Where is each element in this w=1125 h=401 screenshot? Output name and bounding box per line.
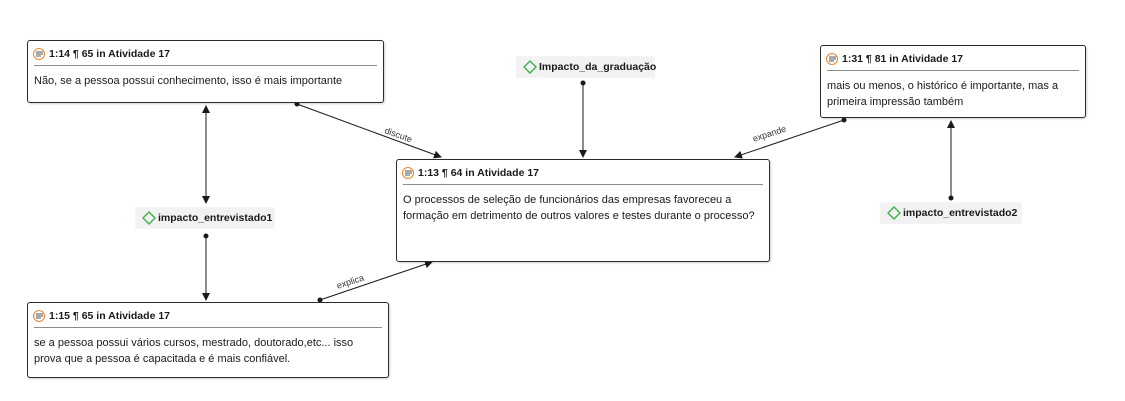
quote-text: Não, se a pessoa possui conhecimento, is…	[34, 75, 343, 87]
edge-label-discute: discute	[383, 125, 414, 145]
code-node-impacto-entrevistado1[interactable]: impacto_entrevistado1	[136, 208, 274, 228]
edge-label-explica: explica	[335, 272, 366, 291]
quote-node-1-15[interactable]: 1:15 ¶ 65 in Atividade 17 se a pessoa po…	[27, 302, 389, 378]
quote-header: 1:31 ¶ 81 in Atividade 17	[821, 46, 1085, 69]
quote-node-1-14[interactable]: 1:14 ¶ 65 in Atividade 17 Não, se a pess…	[27, 40, 384, 103]
edge-entrevistado2-to-1-31[interactable]	[947, 120, 955, 201]
code-node-impacto-entrevistado2[interactable]: impacto_entrevistado2	[881, 203, 1021, 223]
quote-text: mais ou menos, o histórico é importante,…	[827, 80, 1059, 108]
quote-node-1-31[interactable]: 1:31 ¶ 81 in Atividade 17 mais ou menos,…	[820, 45, 1086, 118]
code-diamond-icon	[887, 206, 901, 220]
edge-entrevistado1-to-1-15[interactable]	[202, 233, 210, 301]
quote-text: se a pessoa possui vários cursos, mestra…	[34, 337, 354, 365]
quote-header: 1:13 ¶ 64 in Atividade 17	[397, 160, 769, 183]
code-label: impacto_entrevistado1	[158, 212, 273, 224]
divider	[34, 327, 382, 328]
quote-header: 1:15 ¶ 65 in Atividade 17	[28, 303, 388, 326]
divider	[403, 184, 763, 185]
quote-title: 1:31 ¶ 81 in Atividade 17	[842, 53, 964, 65]
edge-graduacao-to-1-13[interactable]	[579, 80, 587, 158]
quote-title: 1:13 ¶ 64 in Atividade 17	[418, 167, 540, 179]
quotation-icon	[33, 48, 45, 60]
quote-header: 1:14 ¶ 65 in Atividade 17	[28, 41, 383, 64]
code-diamond-icon	[142, 211, 156, 225]
code-label: Impacto_da_graduação	[539, 61, 657, 73]
quotation-icon	[33, 310, 45, 322]
code-diamond-icon	[523, 60, 537, 74]
divider	[827, 70, 1079, 71]
divider	[34, 65, 377, 66]
edge-explica[interactable]	[317, 260, 433, 303]
quotation-icon	[826, 53, 838, 65]
quote-title: 1:14 ¶ 65 in Atividade 17	[49, 48, 171, 60]
edge-label-expande: expande	[751, 123, 788, 144]
edge-discute[interactable]	[294, 101, 442, 159]
quote-node-1-13[interactable]: 1:13 ¶ 64 in Atividade 17 O processos de…	[396, 159, 770, 262]
quote-title: 1:15 ¶ 65 in Atividade 17	[49, 310, 171, 322]
code-node-impacto-da-graduacao[interactable]: Impacto_da_graduação	[517, 57, 657, 77]
quotation-icon	[402, 167, 414, 179]
code-label: impacto_entrevistado2	[903, 207, 1018, 219]
quote-text: O processos de seleção de funcionários d…	[403, 194, 755, 222]
